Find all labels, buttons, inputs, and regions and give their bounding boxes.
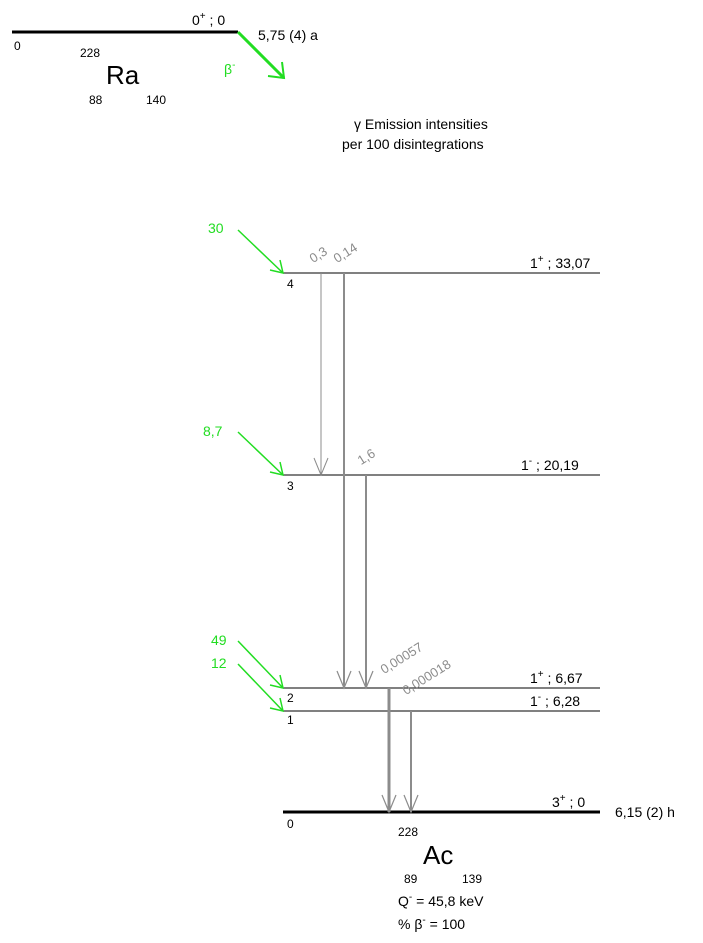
daughter-symbol: Ac (423, 840, 454, 870)
header-line2: per 100 disintegrations (342, 136, 484, 152)
parent-energy-label: 0 (217, 12, 226, 28)
parent-mass-number: 228 (80, 46, 101, 60)
beta-feed-label-level-1: 12 (211, 655, 227, 671)
beta-feed-arrow-level-3 (237, 431, 285, 477)
parent-level-energy: 0 (14, 39, 21, 53)
beta-feed-label-level-4: 30 (208, 220, 224, 236)
parent-symbol: Ra (106, 60, 140, 90)
level-4-label: 1+ ; 33,07 (530, 254, 591, 271)
beta-feed-label-level-2: 49 (211, 632, 227, 648)
daughter-mass-number: 228 (398, 825, 419, 839)
level-4-index: 4 (287, 277, 294, 291)
q-value: Q- = 45,8 keV (398, 892, 484, 909)
beta-branch: % β- = 100 (398, 915, 466, 932)
gamma-symbol: γ (354, 116, 361, 132)
parent-spin-parity: 0+ ; 0 (192, 11, 226, 28)
level-2-label: 1+ ; 6,67 (530, 669, 583, 686)
level-3-index: 3 (287, 479, 294, 493)
daughter-half-life: 6,15 (2) h (615, 804, 675, 820)
parent-atomic-number: 88 (89, 93, 103, 107)
parent-jp-sign: + (199, 11, 206, 22)
daughter-neutron-number: 139 (462, 872, 483, 886)
gamma-arrow-4-3 (313, 273, 329, 477)
ground-level-label: 3+ ; 0 (552, 793, 586, 810)
beta-feed-arrow-level-4 (237, 229, 285, 275)
parent-decay-mode: β- (224, 60, 236, 77)
beta-feed-label-level-3: 8,7 (203, 423, 223, 439)
level-3-label: 1- ; 20,19 (521, 456, 579, 473)
parent-beta-arrow (236, 30, 286, 80)
header-line1: γ Emission intensities (354, 116, 488, 132)
beta-feed-arrow-level-1 (237, 663, 285, 713)
parent-half-life: 5,75 (4) a (258, 27, 318, 43)
daughter-atomic-number: 89 (404, 872, 418, 886)
beta-feed-arrow-level-2 (237, 640, 285, 690)
level-2-index: 2 (287, 691, 294, 705)
gamma-arrow-1-0 (403, 711, 419, 814)
level-1-index: 1 (287, 713, 294, 727)
parent-neutron-number: 140 (146, 93, 167, 107)
gamma-arrow-3-2 (358, 475, 374, 690)
level-1-label: 1- ; 6,28 (530, 692, 581, 709)
gamma-arrow-4-2 (336, 273, 352, 690)
gamma-arrow-2-0 (381, 688, 397, 814)
parent-jp: 0 (192, 12, 200, 28)
ground-level-index: 0 (287, 817, 294, 831)
